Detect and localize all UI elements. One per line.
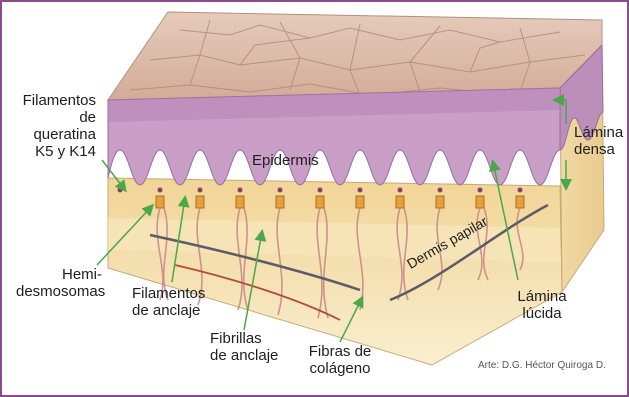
label-line: K5 y K14	[20, 143, 96, 160]
label-line: de anclaje	[132, 302, 205, 319]
label-line: desmosomas	[16, 283, 102, 300]
label-line: Fibras de	[304, 343, 376, 360]
label-line: Filamentos	[132, 285, 205, 302]
label-hemidesmosomas: Hemi- desmosomas	[16, 266, 102, 300]
art-credit: Arte: D.G. Héctor Quiroga D.	[478, 360, 606, 371]
label-line: Hemi-	[16, 266, 102, 283]
label-lamina-densa: Lámina densa	[574, 124, 623, 158]
block-front-face	[108, 178, 562, 365]
label-line: de	[20, 109, 96, 126]
label-filamentos-queratina: Filamentos de queratina K5 y K14	[20, 92, 96, 160]
label-line: Fibrillas	[210, 330, 278, 347]
label-filamentos-anclaje: Filamentos de anclaje	[132, 285, 205, 319]
label-lamina-lucida: Lámina lúcida	[512, 288, 572, 322]
label-line: Lámina	[574, 124, 623, 141]
label-line: colágeno	[304, 360, 376, 377]
label-fibras-colageno: Fibras de colágeno	[304, 343, 376, 377]
label-epidermis: Epidermis	[252, 152, 319, 169]
label-fibrillas-anclaje: Fibrillas de anclaje	[210, 330, 278, 364]
label-line: densa	[574, 141, 623, 158]
label-line: de anclaje	[210, 347, 278, 364]
label-line: lúcida	[512, 305, 572, 322]
label-line: Filamentos	[20, 92, 96, 109]
label-line: queratina	[20, 126, 96, 143]
label-line: Lámina	[512, 288, 572, 305]
